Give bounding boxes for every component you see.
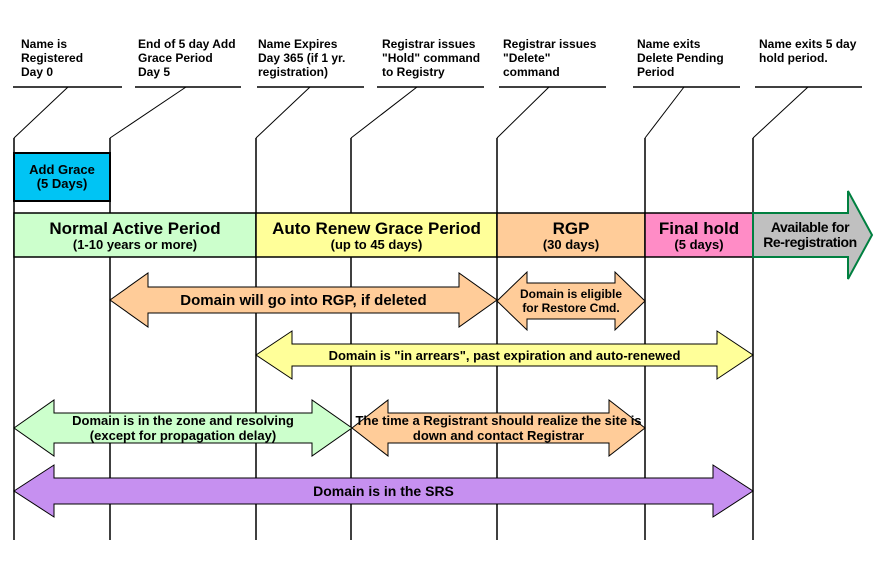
milestone-label-name-expires: Name Expires Day 365 (if 1 yr. registrat… xyxy=(258,37,346,79)
period-subtitle: (up to 45 days) xyxy=(330,236,423,252)
milestone-label-registered: Name is Registered Day 0 xyxy=(21,37,84,79)
realize-site-down-arrow xyxy=(351,398,646,458)
milestone-callout-line xyxy=(109,86,187,139)
period-subtitle: (5 days) xyxy=(674,236,724,252)
period-rgp xyxy=(496,212,646,258)
period-label-final-hold: Final hold (5 days) xyxy=(645,213,753,257)
in-arrears-label: Domain is "in arrears", past expiration … xyxy=(328,347,681,363)
available-reregistration-arrow xyxy=(752,190,874,280)
milestone-callout-line xyxy=(350,86,418,139)
milestone-label-hold-command: Registrar issues "Hold" command to Regis… xyxy=(382,37,481,79)
milestone-callout-line xyxy=(13,86,69,139)
add-grace-box xyxy=(13,152,111,202)
period-subtitle: (30 days) xyxy=(542,236,600,252)
milestone-callout-line xyxy=(752,86,809,139)
period-label-auto-renew: Auto Renew Grace Period (up to 45 days) xyxy=(256,213,497,257)
restore-eligible-arrow xyxy=(496,270,646,332)
milestone-label-delete-command: Registrar issues "Delete" command xyxy=(503,37,597,79)
rgp-if-deleted-label: Domain will go into RGP, if deleted xyxy=(180,291,427,309)
in-arrears-arrow xyxy=(255,330,754,380)
realize-site-down-label: The time a Registrant should realize the… xyxy=(355,412,642,443)
milestone-label-end-add-grace: End of 5 day Add Grace Period Day 5 xyxy=(138,37,236,79)
period-title: Auto Renew Grace Period xyxy=(272,218,481,238)
timeline-event-lines xyxy=(13,138,754,540)
available-reregistration-label: Available for Re-registration xyxy=(763,219,857,250)
period-label-normal-active: Normal Active Period (1-10 years or more… xyxy=(14,213,256,257)
period-subtitle: (1-10 years or more) xyxy=(72,236,198,252)
add-grace-label: Add Grace (5 Days) xyxy=(14,153,110,201)
period-title: Final hold xyxy=(658,218,740,238)
srs-arrow xyxy=(13,464,754,518)
milestone-callout-line xyxy=(255,86,311,139)
srs-label: Domain is in the SRS xyxy=(313,482,454,499)
restore-eligible-label: Domain is eligible for Restore Cmd. xyxy=(519,287,623,315)
period-title: RGP xyxy=(552,218,590,238)
milestone-callout-lines xyxy=(13,86,809,139)
milestone-label-exit-delete-pending: Name exits Delete Pending Period xyxy=(637,37,724,79)
zone-resolving-label: Domain is in the zone and resolving (exc… xyxy=(72,412,294,443)
period-title: Normal Active Period xyxy=(49,218,221,238)
period-final-hold xyxy=(644,212,754,258)
rgp-if-deleted-arrow xyxy=(109,272,498,328)
milestone-label-exit-hold: Name exits 5 day hold period. xyxy=(759,37,857,65)
add-grace-subtitle: (5 Days) xyxy=(36,176,88,191)
milestone-callout-line xyxy=(496,86,550,139)
add-grace-title: Add Grace xyxy=(29,162,95,177)
milestone-callout-line xyxy=(644,86,685,139)
period-label-rgp: RGP (30 days) xyxy=(497,213,645,257)
